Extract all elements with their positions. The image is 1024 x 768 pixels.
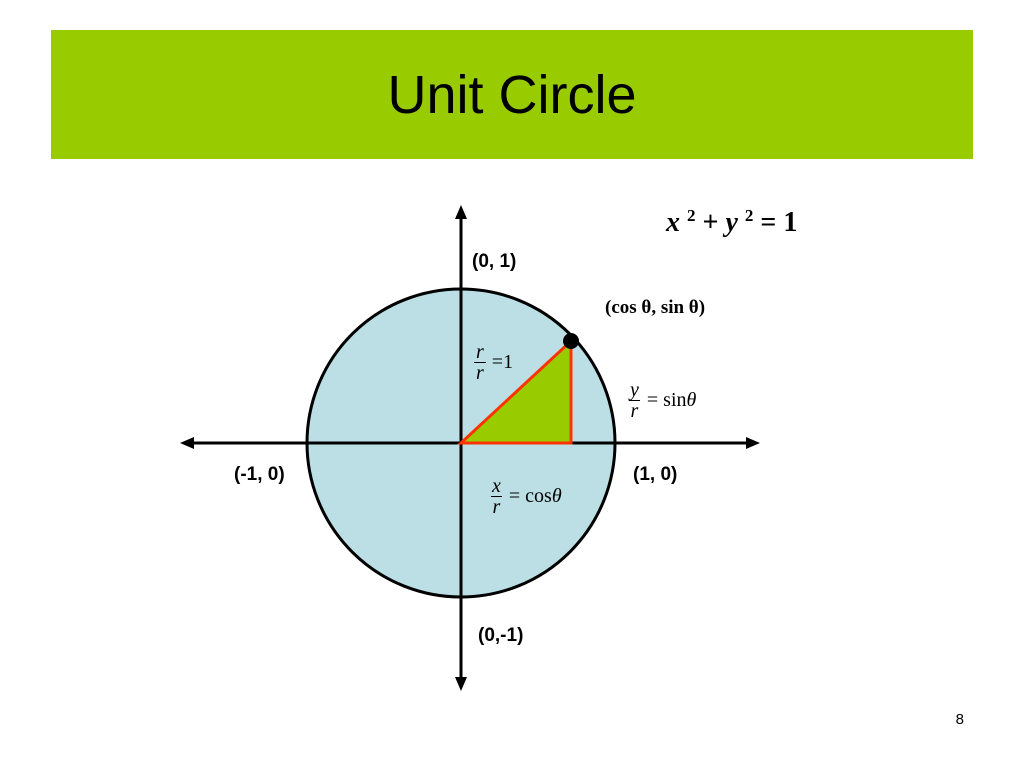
- equation-equals: = 1: [760, 207, 798, 238]
- page-number: 8: [955, 711, 964, 728]
- formula-rhs: = sinθ: [647, 389, 696, 412]
- point-label: (cos θ, sin θ): [605, 297, 706, 318]
- theta-symbol: θ: [686, 389, 697, 411]
- fraction: x r: [490, 476, 503, 517]
- equation-x: x: [666, 207, 680, 238]
- reference-triangle: [457, 337, 573, 445]
- formula-sine: y r = sinθ: [628, 380, 696, 421]
- denominator: r: [628, 400, 641, 422]
- label-bottom: (0,-1): [478, 625, 524, 646]
- label-left: (-1, 0): [234, 464, 285, 485]
- formula-r-over-r: r r =1: [474, 342, 513, 383]
- equation-exp-2: 2: [744, 206, 754, 225]
- numerator: y: [630, 379, 639, 401]
- x-axis-right-arrow: [746, 437, 760, 449]
- x-axis-left-arrow: [180, 437, 194, 449]
- fraction: r r: [474, 342, 486, 383]
- point-on-circle: [563, 333, 579, 349]
- title-bar: Unit Circle: [51, 30, 973, 159]
- formula-rhs-text: = cos: [508, 485, 552, 507]
- denominator: r: [474, 362, 486, 384]
- formula-rhs: = cosθ: [509, 485, 562, 508]
- y-axis-top-arrow: [455, 205, 467, 219]
- y-axis: [455, 205, 467, 691]
- label-right: (1, 0): [633, 464, 678, 485]
- equation-exp-1: 2: [687, 206, 696, 225]
- equation-plus: +: [702, 207, 726, 238]
- label-top: (0, 1): [472, 251, 517, 272]
- numerator: x: [492, 475, 501, 497]
- formula-rhs-text: = sin: [646, 389, 687, 411]
- equation-y: y: [725, 207, 738, 238]
- theta-symbol: θ: [551, 485, 562, 507]
- numerator: r: [476, 341, 484, 363]
- formula-cosine: x r = cosθ: [490, 476, 562, 517]
- formula-rhs: =1: [491, 351, 514, 373]
- slide-title: Unit Circle: [387, 64, 637, 125]
- fraction: y r: [628, 380, 641, 421]
- y-axis-bottom-arrow: [455, 677, 467, 691]
- circle-equation: x 2 + y 2 = 1: [666, 206, 797, 239]
- denominator: r: [490, 496, 503, 518]
